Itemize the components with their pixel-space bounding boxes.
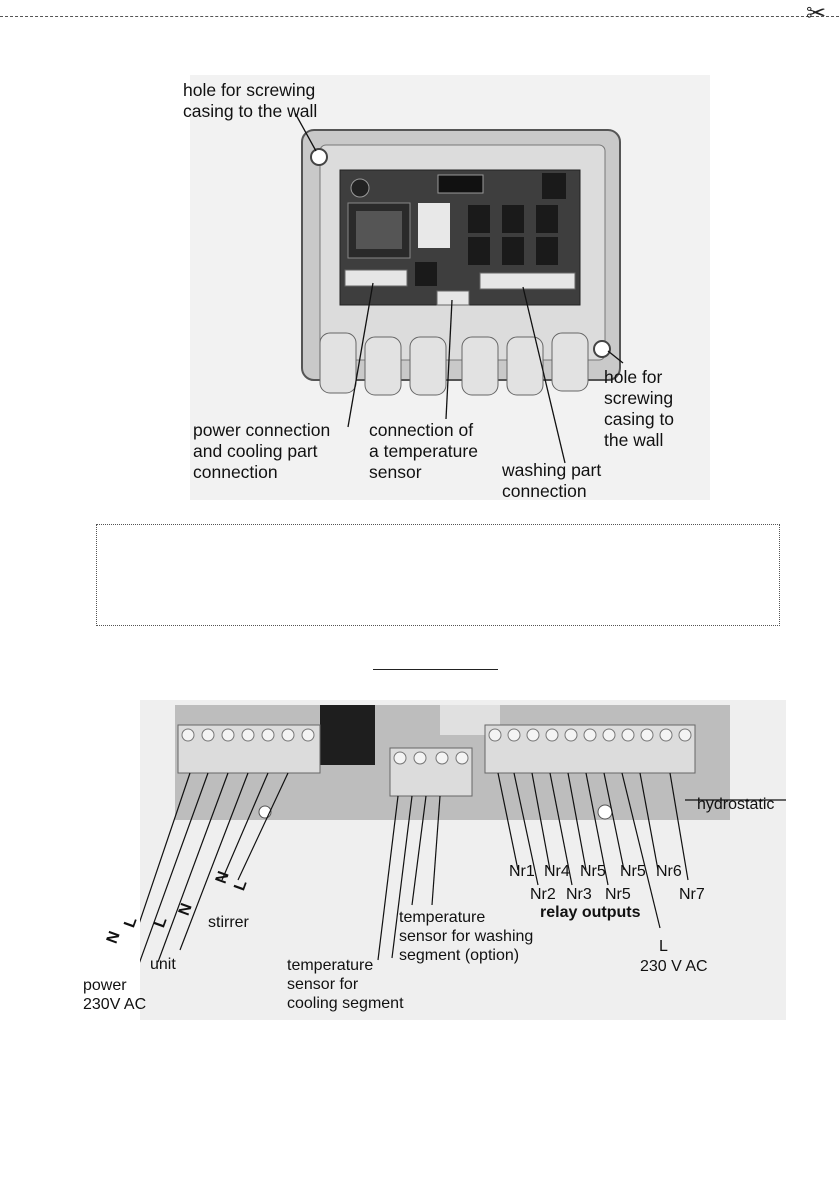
label-power-connection: power connection and cooling part connec… [193,420,330,483]
heading-underline [373,669,498,670]
label-relay-nr1: Nr1 [509,863,535,880]
label-hydrostatic: hydrostatic [697,796,775,813]
label-line: sensor for washing [399,928,534,945]
label-hole-top-left: hole for screwing casing to the wall [183,80,317,122]
label-line: sensor for [287,976,359,993]
label-line: connection [193,462,278,482]
terminal-closeup-photo [140,700,786,1020]
label-relay-nr2: Nr2 [530,886,556,903]
label-l: L [659,938,668,955]
label-relay-nr3: Nr3 [566,886,592,903]
label-line: washing part [502,460,602,480]
label-line: temperature [399,909,486,926]
label-line: connection [502,481,587,501]
label-line: connection of [369,420,474,440]
label-sensor-cooling: temperature sensor for cooling segment [287,956,404,1013]
label-line: hole for screwing [183,80,316,100]
terminal-closeup-illustration [140,705,786,963]
label-line: cooling segment [287,995,404,1012]
label-power: power 230V AC [83,976,146,1014]
label-relay-nr5a: Nr5 [580,863,606,880]
cut-line [0,16,839,17]
wire-label-l1: L [121,914,141,931]
label-line: power [83,977,127,994]
label-line: temperature [287,957,374,974]
label-relay-nr5c: Nr5 [605,886,631,903]
label-line: sensor [369,462,422,482]
label-line: casing to [604,409,675,429]
label-line: segment (option) [399,947,520,964]
label-line: screwing [604,388,674,408]
label-line: a temperature [369,441,478,461]
label-line: casing to the wall [183,101,318,121]
label-washing-connection: washing part connection [502,460,601,502]
label-line: 230V AC [83,996,147,1013]
label-relay-nr4: Nr4 [544,863,570,880]
label-hole-right: hole for screwing casing to the wall [604,367,674,451]
label-line: and cooling part [193,441,318,461]
label-line: the wall [604,430,664,450]
wire-label-n1: N [103,929,124,946]
label-relay-nr7: Nr7 [679,886,705,903]
label-relay-nr5b: Nr5 [620,863,646,880]
scissors-icon: ✂ [806,0,827,27]
control-box-illustration [294,112,624,464]
label-line: power connection [193,420,331,440]
label-unit: unit [150,956,176,973]
label-stirrer: stirrer [208,914,249,931]
label-sensor-washing: temperature sensor for washing segment (… [399,908,533,965]
control-box-photo [190,75,710,500]
label-relay-outputs: relay outputs [540,904,641,921]
label-sensor-connection: connection of a temperature sensor [369,420,478,483]
label-relay-nr6: Nr6 [656,863,682,880]
note-box [96,524,780,626]
label-l-voltage: 230 V AC [640,958,708,975]
label-line: hole for [604,367,663,387]
